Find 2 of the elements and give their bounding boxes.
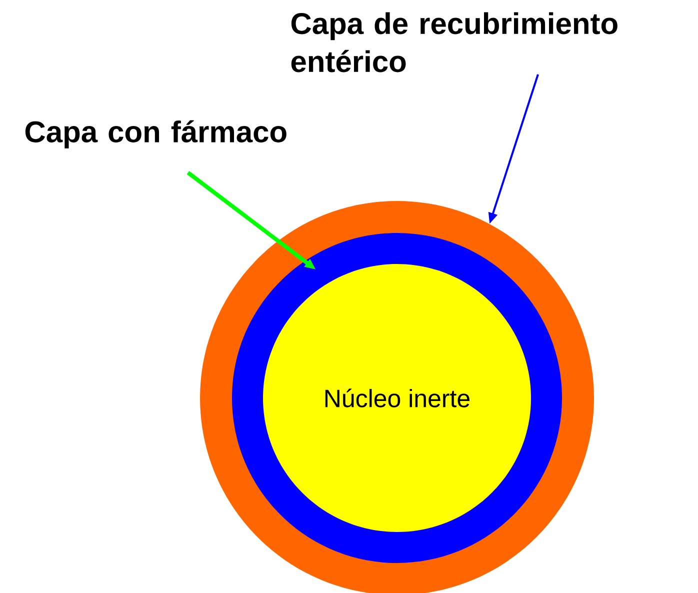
label-text: Capa con fármaco bbox=[25, 120, 286, 148]
label-text: Capa de recubrimiento entérico bbox=[291, 12, 618, 72]
